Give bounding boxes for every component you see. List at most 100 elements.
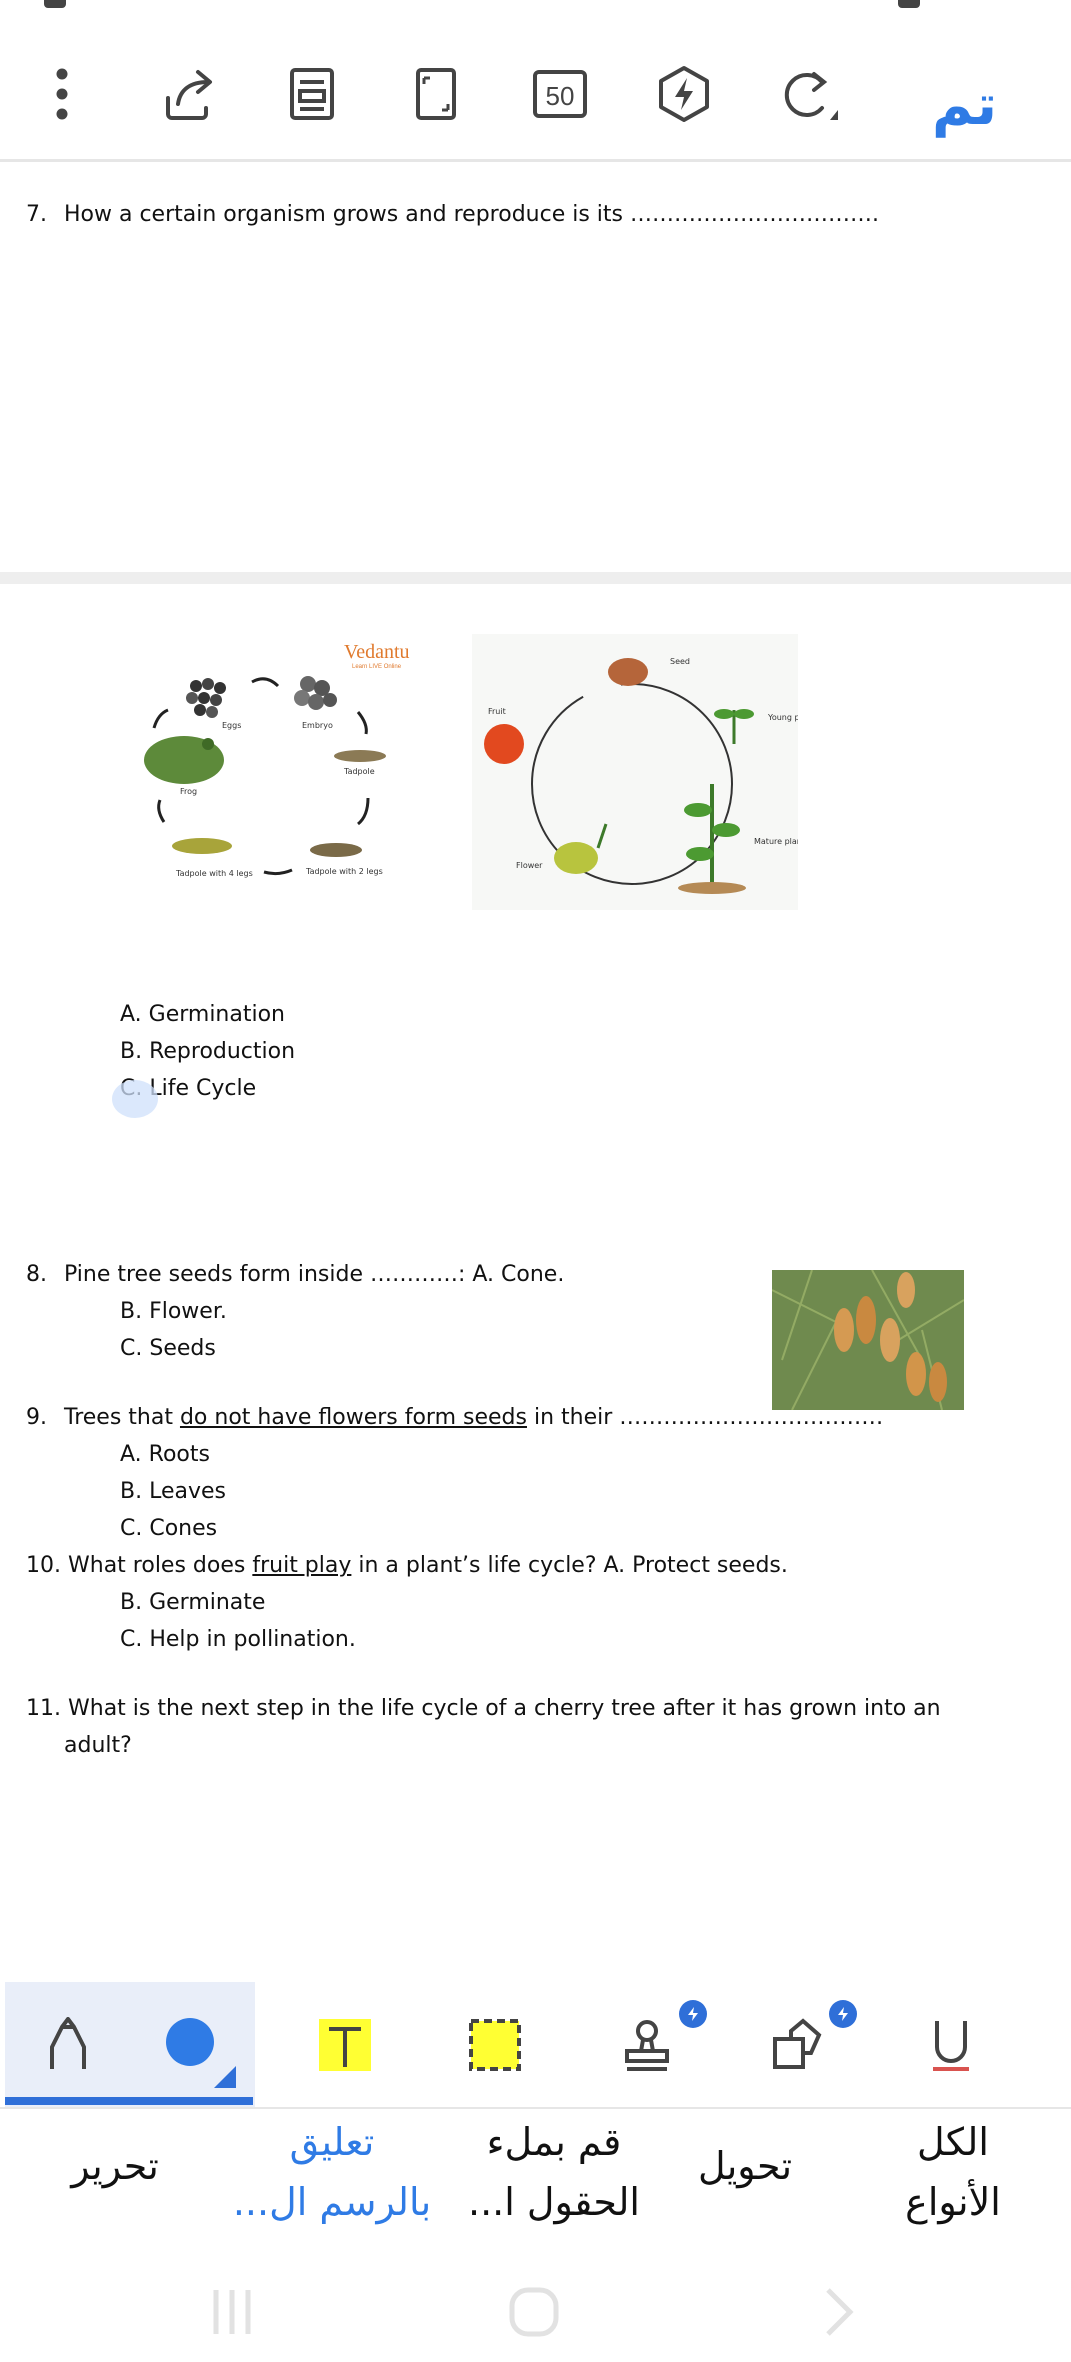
option-b: B. Reproduction [120,1039,296,1064]
stamp-tool-button[interactable] [584,1982,709,2107]
frog-life-cycle-diagram: Vedantu Learn LIVE Online Eggs Embryo Ta… [144,641,410,878]
question-text-end: in a plant’s life cycle? A. Protect seed… [351,1553,788,1578]
option-a: A. Roots [120,1442,210,1467]
underline-icon [932,2020,969,2071]
question-text: What roles does [68,1553,253,1578]
mature-plant-illustration [678,784,746,894]
pen-tool-button[interactable] [5,1982,130,2107]
vedantu-logo-text: Vedantu [344,641,410,663]
tab-label-line2: الحقول ا... [467,2180,640,2224]
tab-label-line2: الأنواع [905,2180,1001,2224]
tab-label-line2: بالرسم ال... [232,2180,432,2224]
pro-badge-icon [679,2000,707,2028]
tadpole-four-legs-label: Tadpole with 4 legs [175,869,253,878]
reader-mode-icon[interactable] [280,62,344,126]
young-plant-illustration [714,709,754,744]
tab-divider [0,2107,1071,2109]
recent-apps-icon [213,2290,251,2334]
young-plant-label: Young plant [767,713,798,722]
done-button[interactable]: تم [932,73,997,138]
tadpole-four-legs-illustration [172,838,232,854]
fruit-label: Fruit [488,707,506,716]
question-underlined-text: do not have flowers form seeds [179,1405,527,1430]
question-text: What is the next step in the life cycle … [68,1696,941,1721]
tab-fill-fields[interactable]: قم بملء الحقول ا... [454,2112,654,2232]
mature-plant-label: Mature plant [754,837,798,846]
question-text: Pine tree seeds form inside …………: A. Con… [64,1262,565,1287]
option-a: A. Germination [120,1002,285,1027]
more-vert-icon[interactable] [30,62,94,126]
frog-label: Frog [180,787,197,796]
question-text: Trees that [64,1405,180,1430]
tadpole-two-legs-illustration [310,843,362,857]
question-number: 8. [26,1262,47,1287]
tab-annotate-drawing[interactable]: تعليق بالرسم ال... [232,2112,432,2232]
tab-all-types[interactable]: الكل الأنواع [868,2112,1038,2232]
pro-badge-icon [829,2000,857,2028]
option-c: C. Help in pollination. [120,1627,356,1652]
question-text-line2: adult? [64,1733,132,1758]
back-button[interactable] [796,2272,876,2352]
embryo-illustration [294,676,337,710]
vedantu-logo-subtext: Learn LIVE Online [352,664,402,670]
question-text: How a certain organism grows and reprodu… [64,202,879,227]
question-11: 11. What is the next step in the life cy… [26,1696,941,1721]
status-bar [0,0,1071,14]
cycle-arrows [152,677,370,876]
option-b: B. Flower. [120,1299,227,1324]
embryo-label: Embryo [302,721,333,730]
tab-convert[interactable]: تحويل [660,2136,830,2196]
page-separator [0,572,1071,584]
question-number: 9. [26,1405,47,1430]
color-dot-icon [165,2017,236,2088]
system-nav-bar [0,2260,1071,2362]
quick-action-icon[interactable] [652,62,716,126]
eggs-label: Eggs [222,721,241,730]
tadpole-illustration [334,750,386,762]
shapes-tool-button[interactable] [734,1982,859,2107]
flower-illustration [554,823,608,874]
page-counter-text: 50 [546,81,575,111]
fullscreen-icon[interactable] [404,62,468,126]
recent-apps-button[interactable] [192,2272,272,2352]
question-number: 11. [26,1696,61,1721]
color-picker-button[interactable] [130,1982,255,2107]
question-9: 9. Trees that do not have flowers form se… [26,1405,883,1430]
shapes-icon [772,2017,821,2069]
tab-label: الكل [917,2120,989,2164]
pine-cones-photo [772,1270,964,1410]
option-b: B. Leaves [120,1479,226,1504]
back-icon [826,2288,854,2336]
question-number: 10. [26,1553,61,1578]
tadpole-label: Tadpole [343,767,375,776]
stamp-icon [624,2019,669,2071]
underline-tool-button[interactable] [888,1982,1013,2107]
redo-icon[interactable] [776,62,840,126]
plant-life-cycle-diagram: Seed Young plant Mature plant Flower Fru… [472,634,798,910]
seed-label: Seed [670,657,690,666]
pen-icon [49,2016,86,2069]
seed-illustration [608,658,648,686]
question-7: 7.How a certain organism grows and repro… [26,202,879,227]
tab-edit[interactable]: تحرير [30,2136,200,2196]
selection-tool-button[interactable] [432,1982,557,2107]
tab-label: تحويل [697,2144,793,2188]
tab-label: قم بملء [486,2120,622,2164]
status-battery-icon [898,0,920,8]
ink-mark [112,1080,158,1118]
fruit-illustration [484,724,524,764]
tadpole-two-legs-label: Tadpole with 2 legs [305,867,383,876]
option-b: B. Germinate [120,1590,266,1615]
question-10: 10. What roles does fruit play in a plan… [26,1553,788,1578]
selected-tool-indicator [5,2097,253,2105]
top-toolbar: 50 تم [0,22,1071,162]
text-tool-button[interactable] [282,1982,407,2107]
question-8: 8. Pine tree seeds form inside …………: A. C… [26,1262,564,1287]
option-c: C. Seeds [120,1336,216,1361]
tab-label: تعليق [289,2120,375,2164]
page-count-icon[interactable]: 50 [528,62,592,126]
share-icon[interactable] [156,62,220,126]
home-button[interactable] [494,2272,574,2352]
question-underlined-text: fruit play [252,1553,352,1578]
document-page[interactable]: 7.How a certain organism grows and repro… [0,162,1071,1982]
